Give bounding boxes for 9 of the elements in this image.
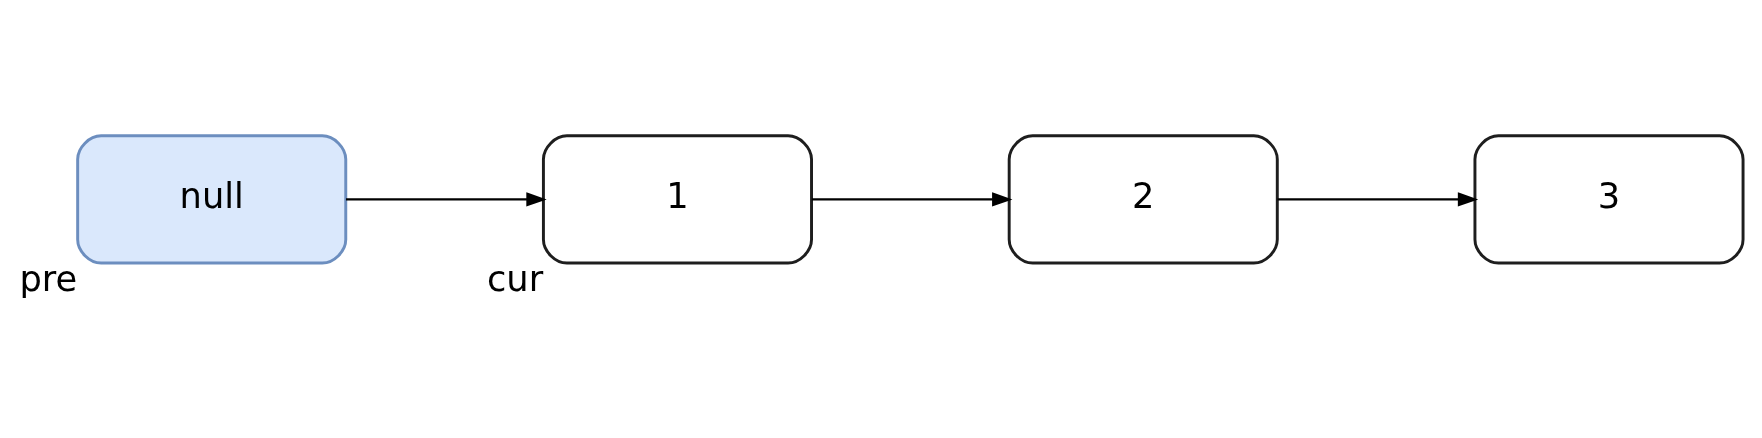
node-box: 3 (1473, 134, 1745, 265)
node-box: null (76, 134, 348, 265)
node-box: 1 (541, 134, 813, 265)
arrow (346, 192, 547, 207)
node-label: cur (486, 258, 544, 300)
arrow (811, 192, 1013, 207)
arrow (1277, 192, 1479, 207)
node-label: pre (19, 258, 78, 300)
node-box: 2 (1007, 134, 1279, 265)
